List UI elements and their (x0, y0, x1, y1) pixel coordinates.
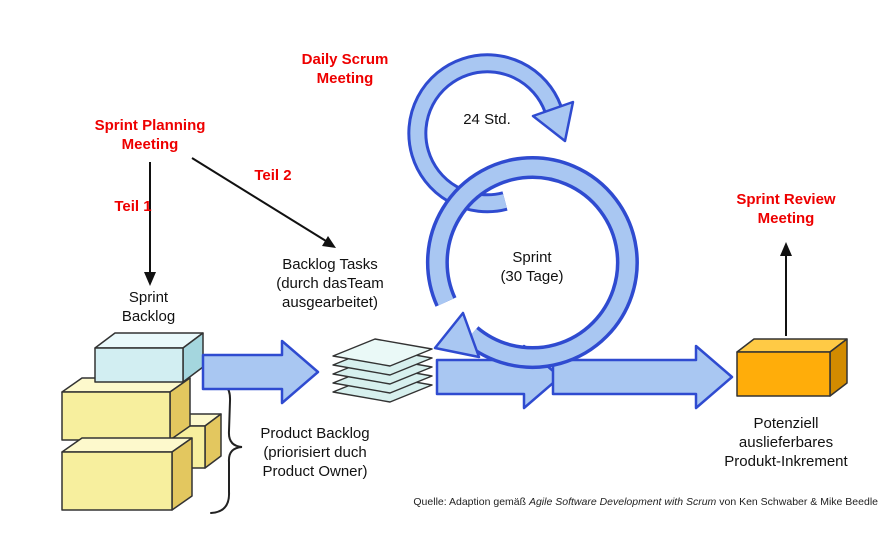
sprint-loop-arrowhead (433, 311, 481, 359)
product-backlog-stack (61, 377, 222, 511)
flow-arrow-sprint-to-increment (551, 344, 734, 410)
sprint-backlog-box (94, 332, 204, 383)
teil1-arrow (144, 162, 156, 286)
review-arrow (780, 242, 792, 336)
sprint-loop (425, 156, 639, 369)
daily-loop-arrowhead (531, 100, 575, 143)
source-caption: Quelle: Adaption gemäß Agile Software De… (378, 496, 878, 508)
brace (210, 379, 243, 514)
task-stack (332, 338, 433, 403)
caption-prefix: Quelle: Adaption gemäß (413, 496, 529, 508)
caption-book-title: Agile Software Development with Scrum (528, 496, 717, 508)
teil2-arrow (191, 157, 336, 248)
flow-arrow-backlog-to-tasks (201, 339, 320, 405)
increment-box (736, 338, 848, 397)
caption-suffix: von Ken Schwaber & Mike Beedle (716, 496, 878, 508)
